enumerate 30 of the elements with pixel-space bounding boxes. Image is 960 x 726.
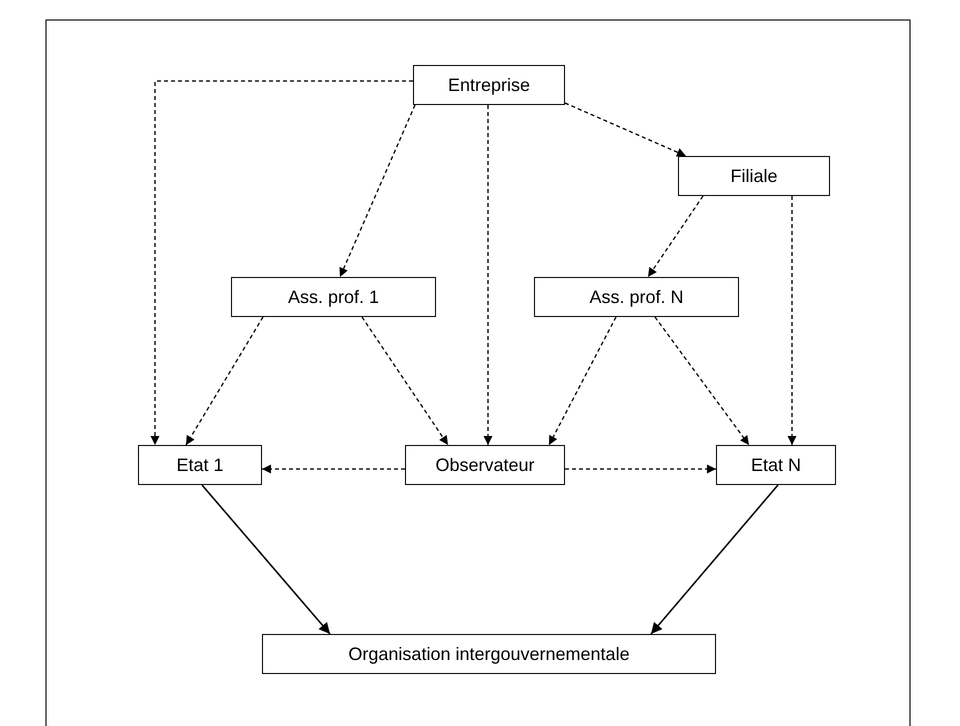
box-label: Entreprise [448,74,530,97]
arrow [185,316,264,446]
process-box [534,277,739,317]
process-box [405,445,565,485]
arrow [262,464,405,474]
box-label: Filiale [730,164,778,188]
arrow [565,464,716,474]
box-label: Etat 1 [176,454,224,476]
arrow [150,80,413,445]
arrow [201,484,331,635]
arrow [647,196,704,278]
process-box [231,277,436,317]
arrow [339,104,416,278]
arrow [361,316,449,446]
arrow [548,316,617,446]
box-label: Ass. prof. N [589,286,684,309]
arrow [564,102,686,157]
process-box [678,156,830,196]
arrow [650,484,779,635]
box-label: Etat N [750,454,802,476]
arrow [483,105,493,445]
arrow [787,196,797,445]
process-box [716,445,836,485]
box-label: Organisation intergouvernementale [348,642,630,666]
arrow [654,316,750,446]
box-label: Observateur [435,454,535,476]
process-box [138,445,262,485]
process-box [262,634,716,674]
box-label: Ass. prof. 1 [288,286,380,309]
process-box [413,65,565,105]
